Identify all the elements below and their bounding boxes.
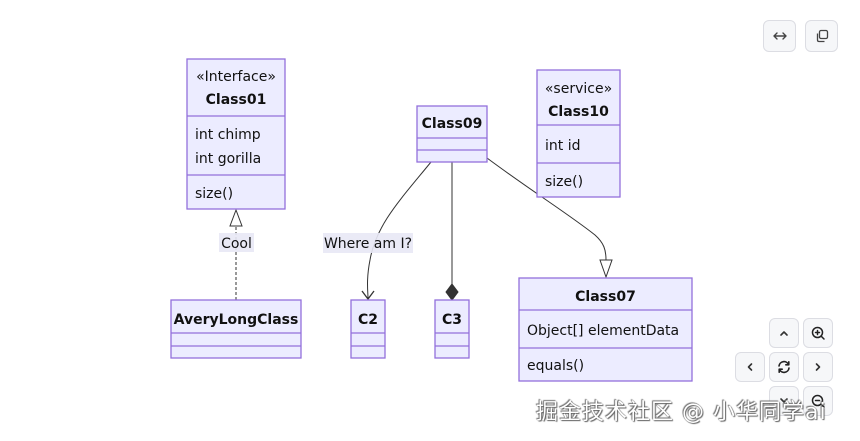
- association-arrowhead: [361, 290, 375, 301]
- pan-down-button[interactable]: [769, 386, 799, 416]
- class07-name: Class07: [575, 289, 636, 305]
- edge-class09-class07: [486, 157, 613, 279]
- edge-label-where-am-i: Where am I?: [324, 236, 412, 252]
- zoom-in-button[interactable]: [803, 318, 833, 348]
- edge-class09-c2: Where am I?: [323, 161, 432, 301]
- class01-method-0: size(): [195, 186, 233, 202]
- class-box-class07[interactable]: Class07 Object[] elementData equals(): [518, 277, 693, 382]
- reset-view-button[interactable]: [769, 352, 799, 382]
- class09-name: Class09: [422, 116, 483, 132]
- pan-right-button[interactable]: [803, 352, 833, 382]
- class01-name: Class01: [206, 92, 267, 108]
- class-box-class10[interactable]: «service» Class10 int id size(): [536, 69, 621, 198]
- c3-name: C3: [442, 312, 462, 328]
- zoom-out-icon: [811, 394, 825, 408]
- class07-method-0: equals(): [527, 358, 584, 374]
- inheritance-line: [486, 157, 607, 261]
- class10-attr-0: int id: [545, 138, 580, 154]
- copy-button[interactable]: [805, 20, 838, 52]
- zoom-out-button[interactable]: [803, 386, 833, 416]
- zoom-in-icon: [811, 326, 825, 340]
- class07-attr-0: Object[] elementData: [527, 323, 679, 339]
- inheritance-arrowhead: [599, 259, 613, 279]
- edge-class09-c3: [445, 162, 459, 301]
- class-box-averylongclass[interactable]: AveryLongClass: [170, 299, 302, 359]
- chevron-left-icon: [747, 363, 753, 371]
- class01-attr-1: int gorilla: [195, 151, 261, 167]
- watermark: 掘金技术社区 @ 小华同学ai: [536, 400, 827, 425]
- class-box-class09[interactable]: Class09: [416, 105, 488, 163]
- edge-averylongclass-class01: Cool: [219, 208, 254, 300]
- pan-up-button[interactable]: [769, 318, 799, 348]
- class10-name: Class10: [548, 104, 609, 120]
- class01-stereotype: «Interface»: [196, 69, 276, 85]
- averylongclass-name: AveryLongClass: [174, 312, 299, 328]
- chevron-right-icon: [815, 363, 821, 371]
- class-box-c3[interactable]: C3: [434, 299, 470, 359]
- copy-icon: [816, 29, 828, 43]
- realization-arrowhead: [229, 208, 243, 227]
- class10-method-0: size(): [545, 174, 583, 190]
- edge-label-bg: [323, 233, 413, 253]
- fit-width-button[interactable]: [763, 20, 796, 52]
- edge-label-cool: Cool: [221, 236, 252, 252]
- association-line: [367, 161, 432, 299]
- arrows-horizontal-icon: [772, 32, 787, 40]
- class10-stereotype: «service»: [545, 81, 612, 97]
- class01-attr-0: int chimp: [195, 127, 261, 143]
- chevron-up-icon: [780, 331, 788, 336]
- refresh-icon: [778, 360, 790, 374]
- chevron-down-icon: [780, 398, 788, 403]
- class-box-c2[interactable]: C2: [350, 299, 386, 359]
- pan-left-button[interactable]: [735, 352, 765, 382]
- class-box-class01[interactable]: «Interface» Class01 int chimp int gorill…: [186, 58, 286, 210]
- c2-name: C2: [358, 312, 378, 328]
- edge-label-bg: [219, 233, 254, 252]
- composition-diamond: [445, 283, 459, 301]
